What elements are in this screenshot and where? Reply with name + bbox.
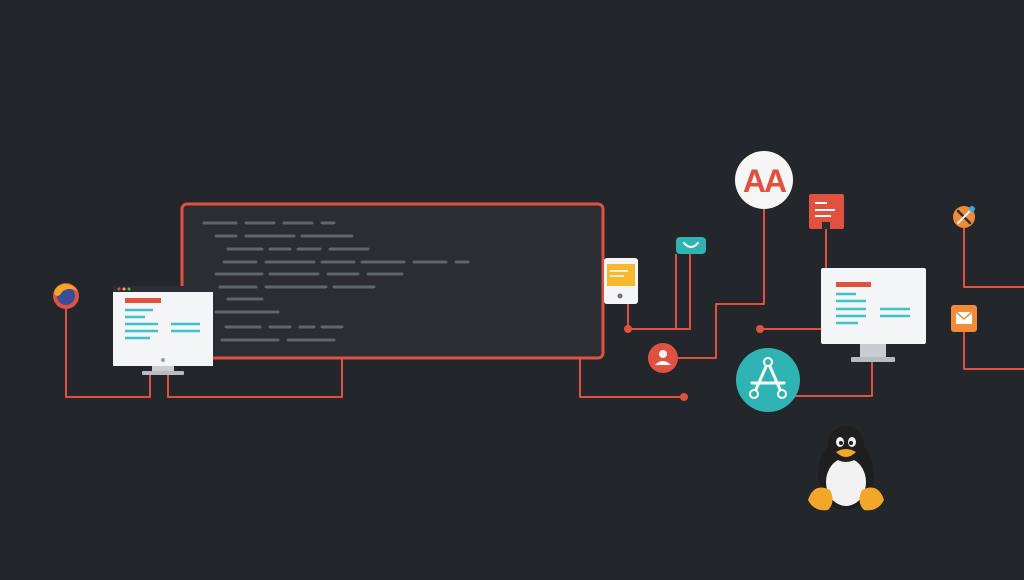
apple-logo: [161, 358, 165, 362]
window-dot-red: [117, 287, 121, 291]
chat-bubble-shape: [676, 237, 706, 254]
logo-badge-icon: AA: [735, 151, 793, 209]
penguin-foot: [808, 487, 833, 511]
screen-text-lines: [836, 292, 910, 325]
monitor-neck: [860, 344, 886, 357]
desktop-monitor-icon: [821, 268, 926, 362]
editor-frame: [180, 202, 605, 360]
connector-editor-bottom: [579, 357, 684, 398]
screen-text-lines: [125, 308, 200, 340]
tools-icon: [953, 206, 975, 228]
connector-dot: [624, 325, 632, 333]
document-card-icon: [604, 258, 638, 304]
firefox-flame: [54, 283, 78, 296]
appstore-glyph: [750, 360, 786, 396]
envelope-flap: [955, 311, 973, 320]
connector-firefox-desktop: [65, 308, 151, 398]
user-avatar-icon: [648, 343, 678, 373]
connector-dots: [624, 325, 764, 401]
connector-chat-2: [628, 254, 691, 330]
server-slot: [815, 215, 831, 217]
penguin-beak: [836, 449, 856, 457]
appstore-node: [777, 389, 787, 399]
envelope-icon: [951, 305, 977, 332]
chat-bubble-glyph: [683, 242, 699, 248]
connector-envelope: [963, 332, 1024, 370]
appstore-stroke: [752, 360, 770, 396]
monitor-screen: [113, 292, 213, 366]
code-editor-window-icon: [180, 202, 605, 360]
screen-heading: [836, 282, 871, 287]
window-dot-green: [127, 287, 131, 291]
penguin-foot: [859, 487, 884, 511]
screen-heading: [125, 298, 161, 303]
monitor-screen: [821, 268, 926, 344]
connector-dot: [680, 393, 688, 401]
monitor-base: [142, 371, 184, 375]
app-store-icon: [736, 348, 800, 412]
connector-appstore: [768, 362, 873, 397]
penguin-pupil: [849, 441, 853, 445]
server-box-icon: [809, 194, 844, 229]
connector-user: [663, 208, 765, 359]
connector-desktop-editor: [167, 357, 343, 398]
monitor-base: [851, 357, 895, 362]
code-lines: [202, 221, 470, 342]
appstore-node: [749, 389, 759, 399]
card-button: [617, 293, 623, 299]
penguin-belly: [826, 458, 866, 506]
monitor-neck: [152, 366, 174, 371]
server-slot: [815, 202, 827, 204]
avatar-body: [655, 361, 671, 365]
connector-dot: [756, 325, 764, 333]
server-slot: [815, 209, 835, 211]
badge-text: AA: [743, 163, 787, 199]
monitor-bezel: [113, 286, 213, 292]
chat-bubble-icon: [676, 237, 706, 254]
desktop-monitor-icon: [113, 286, 213, 375]
appstore-node: [763, 357, 773, 367]
firefox-icon: [53, 283, 79, 309]
appstore-stroke: [766, 360, 784, 396]
penguin-head: [828, 426, 864, 462]
tools-badge: [969, 206, 975, 212]
tools-screwdriver: [957, 210, 971, 224]
avatar-head: [659, 350, 667, 358]
card-banner: [607, 264, 635, 286]
badge-circle: [735, 151, 793, 209]
connector-lines: [65, 208, 1024, 398]
window-dot-yellow: [122, 287, 126, 291]
server-port: [822, 222, 830, 229]
penguin-pupil: [839, 441, 843, 445]
linux-penguin-icon: [808, 426, 884, 511]
connector-tools: [963, 228, 1024, 288]
